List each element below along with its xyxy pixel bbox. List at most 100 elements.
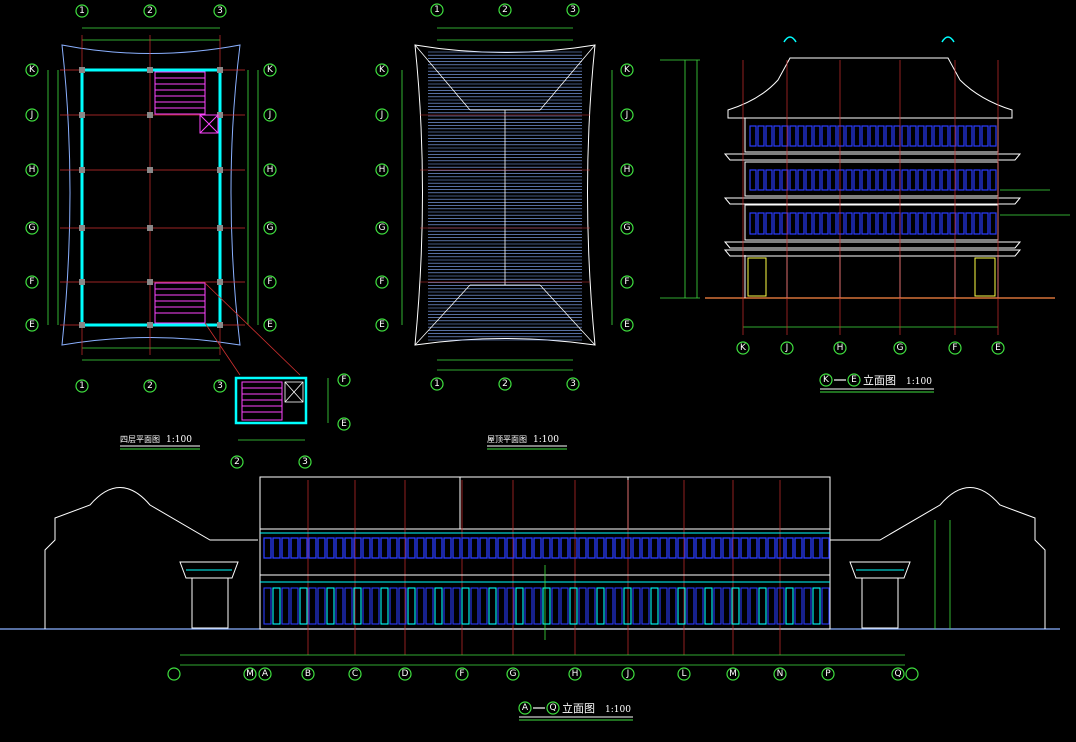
axis-bubble-3: 3 <box>298 455 312 469</box>
svg-text:G: G <box>624 223 631 233</box>
svg-text:1:100: 1:100 <box>166 435 192 445</box>
roof-plan <box>401 27 613 371</box>
axis-bubble-E: E <box>375 318 389 332</box>
floor-plan-title: 四层平面图 1:100 <box>120 435 200 450</box>
axis-bubble-G: G <box>263 221 277 235</box>
svg-text:J: J <box>625 110 629 120</box>
axis-bubble-2: 2 <box>498 377 512 391</box>
svg-text:H: H <box>624 165 631 175</box>
axis-bubble-G: G <box>506 667 520 681</box>
axis-bubble-J: J <box>263 108 277 122</box>
svg-text:F: F <box>341 375 346 385</box>
svg-text:F: F <box>459 669 464 679</box>
svg-text:H: H <box>837 343 844 353</box>
axis-bubble-N: N <box>773 667 787 681</box>
axis-bubble-1: 1 <box>75 379 89 393</box>
axis-bubble-2: 2 <box>230 455 244 469</box>
svg-text:E: E <box>29 320 35 330</box>
axis-bubble-E: E <box>620 318 634 332</box>
svg-text:P: P <box>825 669 831 679</box>
svg-text:A: A <box>262 669 269 679</box>
svg-text:J: J <box>380 110 384 120</box>
axis-bubble-K: K <box>25 63 39 77</box>
axis-bubble-L: L <box>677 667 691 681</box>
axis-bubble-H: H <box>620 163 634 177</box>
svg-text:B: B <box>305 669 311 679</box>
svg-text:1:100: 1:100 <box>605 705 631 715</box>
axis-bubble-F: F <box>375 275 389 289</box>
svg-text:G: G <box>510 669 517 679</box>
svg-text:3: 3 <box>217 6 223 16</box>
svg-text:M: M <box>729 669 737 679</box>
svg-text:K: K <box>29 65 36 75</box>
svg-text:D: D <box>402 669 409 679</box>
axis-bubble-F: F <box>620 275 634 289</box>
axis-bubble-E: E <box>25 318 39 332</box>
svg-text:2: 2 <box>502 5 508 15</box>
axis-bubble-3: 3 <box>213 379 227 393</box>
svg-text:J: J <box>785 343 789 353</box>
svg-text:Q: Q <box>894 669 901 679</box>
axis-bubble-1: 1 <box>430 377 444 391</box>
svg-text:立面图: 立面图 <box>562 701 595 715</box>
axis-bubble-F: F <box>948 341 962 355</box>
axis-bubble-3: 3 <box>566 3 580 17</box>
svg-text:H: H <box>29 165 36 175</box>
svg-text:四层平面图: 四层平面图 <box>120 435 160 444</box>
svg-text:H: H <box>267 165 274 175</box>
axis-bubble-F: F <box>25 275 39 289</box>
svg-text:立面图: 立面图 <box>863 373 896 387</box>
axis-bubble-C: C <box>348 667 362 681</box>
axis-bubble-1: 1 <box>75 4 89 18</box>
svg-text:K: K <box>379 65 386 75</box>
axis-bubble-blank <box>167 667 181 681</box>
axis-bubble-M: M <box>243 667 257 681</box>
svg-text:2: 2 <box>234 457 240 467</box>
axis-bubble-K: K <box>620 63 634 77</box>
svg-text:1: 1 <box>434 5 440 15</box>
svg-text:1: 1 <box>79 6 85 16</box>
axis-bubble-A: A <box>258 667 272 681</box>
axis-bubble-H: H <box>375 163 389 177</box>
front-elevation <box>0 476 1060 666</box>
svg-text:E: E <box>851 375 857 385</box>
svg-text:3: 3 <box>570 379 576 389</box>
axis-bubble-P: P <box>821 667 835 681</box>
svg-text:L: L <box>681 669 686 679</box>
axis-bubble-3: 3 <box>213 4 227 18</box>
svg-text:N: N <box>777 669 784 679</box>
axis-bubble-G: G <box>620 221 634 235</box>
svg-text:H: H <box>379 165 386 175</box>
axis-bubble-2: 2 <box>143 379 157 393</box>
svg-text:C: C <box>352 669 358 679</box>
svg-text:3: 3 <box>570 5 576 15</box>
svg-text:E: E <box>341 419 347 429</box>
title-axis-bubble-Q: Q <box>546 701 560 715</box>
axis-bubble-B: B <box>301 667 315 681</box>
svg-text:1:100: 1:100 <box>533 435 559 445</box>
svg-text:2: 2 <box>147 381 153 391</box>
svg-text:K: K <box>740 343 747 353</box>
svg-text:1: 1 <box>79 381 85 391</box>
axis-bubble-3: 3 <box>566 377 580 391</box>
axis-bubble-E: E <box>263 318 277 332</box>
svg-text:K: K <box>823 375 830 385</box>
svg-text:1: 1 <box>434 379 440 389</box>
axis-bubble-K: K <box>375 63 389 77</box>
side-elevation <box>660 36 1070 335</box>
svg-text:J: J <box>626 669 630 679</box>
axis-bubble-2: 2 <box>498 3 512 17</box>
axis-bubble-D: D <box>398 667 412 681</box>
svg-text:F: F <box>624 277 629 287</box>
axis-bubble-G: G <box>25 221 39 235</box>
svg-text:E: E <box>624 320 630 330</box>
title-axis-bubble-K: K <box>819 373 833 387</box>
svg-text:G: G <box>267 223 274 233</box>
svg-text:E: E <box>379 320 385 330</box>
svg-text:K: K <box>624 65 631 75</box>
title-axis-bubble-A: A <box>518 701 532 715</box>
axis-bubble-H: H <box>263 163 277 177</box>
stair-detail-plan <box>234 376 329 441</box>
